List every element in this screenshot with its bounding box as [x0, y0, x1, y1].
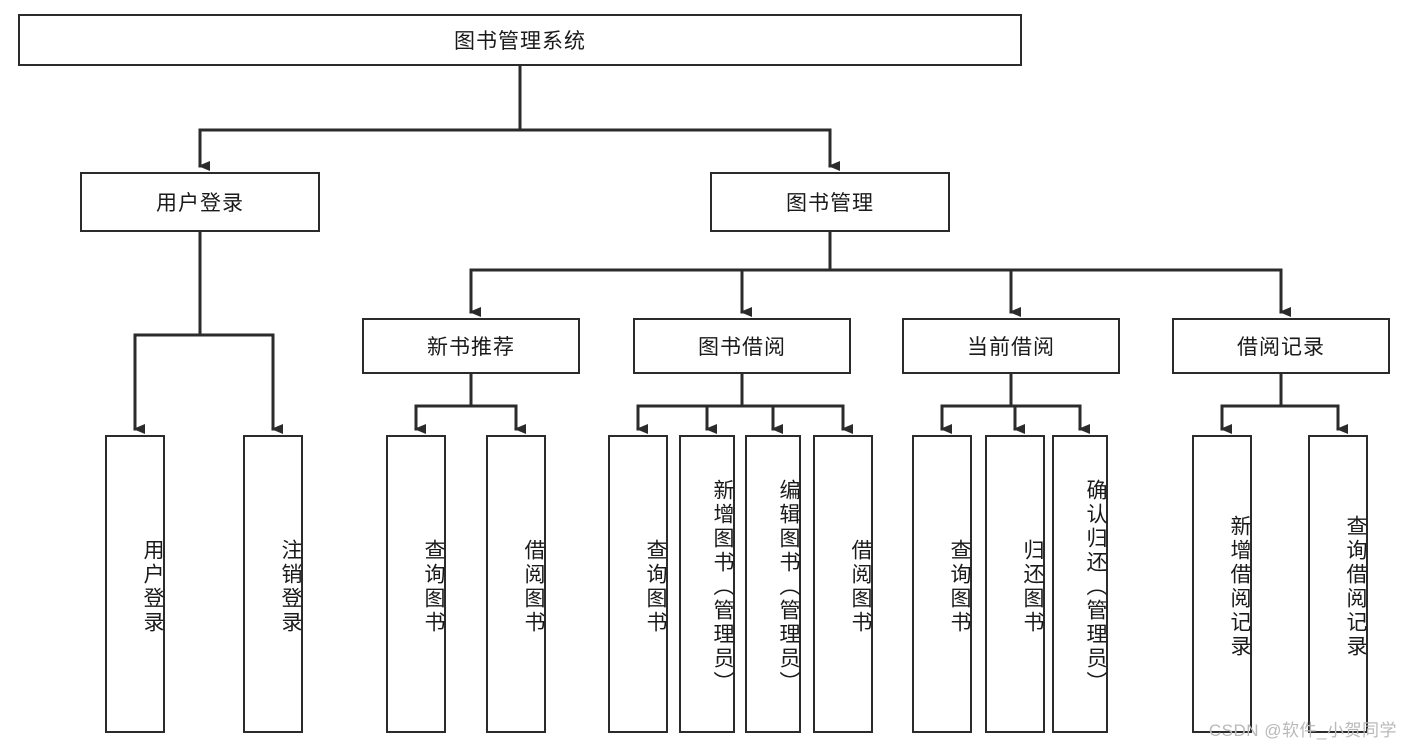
node-user-login[interactable]: 用户登录 — [80, 172, 320, 232]
node-leaf-confirm-return-admin-label: 确认归还（管理员） — [1084, 479, 1107, 695]
node-user-login-label: 用户登录 — [156, 192, 244, 215]
node-leaf-edit-book-admin[interactable]: 编辑图书（管理员） — [745, 435, 801, 733]
node-root[interactable]: 图书管理系统 — [18, 14, 1022, 66]
node-leaf-borrow-book-recommend[interactable]: 借阅图书 — [486, 435, 546, 733]
node-leaf-user-login[interactable]: 用户登录 — [105, 435, 165, 733]
node-leaf-add-book-admin-label: 新增图书（管理员） — [711, 479, 734, 695]
node-leaf-borrow-book[interactable]: 借阅图书 — [813, 435, 873, 733]
node-leaf-query-book-borrow-label: 查询图书 — [644, 539, 667, 635]
csdn-watermark: CSDN @软件_小贺同学 — [1208, 721, 1397, 740]
node-leaf-query-book-recommend[interactable]: 查询图书 — [386, 435, 446, 733]
node-leaf-query-borrow-record-label: 查询借阅记录 — [1344, 515, 1367, 659]
node-leaf-add-borrow-record-label: 新增借阅记录 — [1228, 515, 1251, 659]
node-leaf-borrow-book-label: 借阅图书 — [849, 539, 872, 635]
node-leaf-query-book-recommend-label: 查询图书 — [422, 539, 445, 635]
node-leaf-add-borrow-record[interactable]: 新增借阅记录 — [1192, 435, 1252, 733]
node-leaf-query-book-current-label: 查询图书 — [948, 539, 971, 635]
node-leaf-add-book-admin[interactable]: 新增图书（管理员） — [679, 435, 735, 733]
node-leaf-user-logout[interactable]: 注销登录 — [243, 435, 303, 733]
node-leaf-borrow-book-recommend-label: 借阅图书 — [522, 539, 545, 635]
node-new-book-recommend[interactable]: 新书推荐 — [362, 318, 580, 374]
node-current-borrow[interactable]: 当前借阅 — [902, 318, 1120, 374]
node-leaf-return-book[interactable]: 归还图书 — [985, 435, 1045, 733]
node-current-borrow-label: 当前借阅 — [967, 336, 1055, 359]
node-borrow-record[interactable]: 借阅记录 — [1172, 318, 1390, 374]
node-borrow-record-label: 借阅记录 — [1237, 336, 1325, 359]
node-book-borrow-label: 图书借阅 — [698, 336, 786, 359]
node-leaf-user-login-label: 用户登录 — [141, 539, 164, 635]
node-leaf-query-book-current[interactable]: 查询图书 — [912, 435, 972, 733]
node-book-borrow[interactable]: 图书借阅 — [633, 318, 851, 374]
node-leaf-edit-book-admin-label: 编辑图书（管理员） — [777, 479, 800, 695]
node-root-label: 图书管理系统 — [454, 30, 586, 53]
node-book-manage-label: 图书管理 — [786, 192, 874, 215]
node-leaf-query-borrow-record[interactable]: 查询借阅记录 — [1308, 435, 1368, 733]
node-leaf-confirm-return-admin[interactable]: 确认归还（管理员） — [1052, 435, 1108, 733]
node-book-manage[interactable]: 图书管理 — [710, 172, 950, 232]
node-leaf-user-logout-label: 注销登录 — [279, 539, 302, 635]
node-leaf-query-book-borrow[interactable]: 查询图书 — [608, 435, 668, 733]
node-new-book-recommend-label: 新书推荐 — [427, 336, 515, 359]
node-leaf-return-book-label: 归还图书 — [1021, 539, 1044, 635]
